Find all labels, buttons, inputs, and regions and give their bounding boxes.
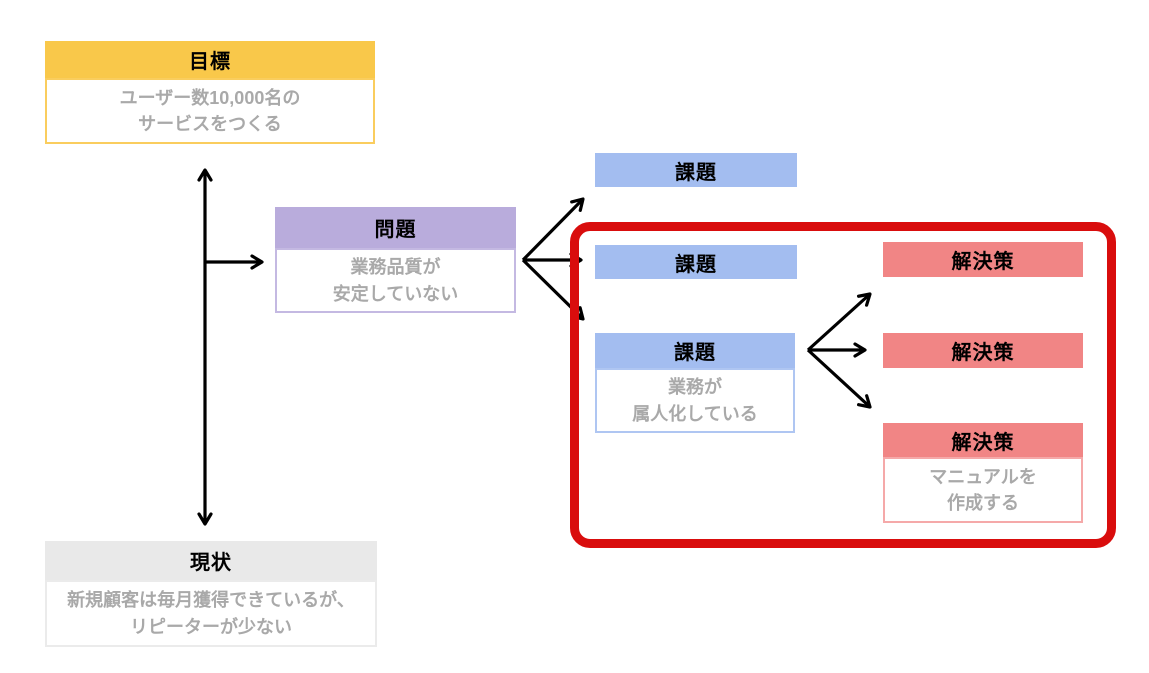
current-state-body: 新規顧客は毎月獲得できているが、 リピーターが少ない (45, 580, 377, 647)
current-state-box: 現状 新規顧客は毎月獲得できているが、 リピーターが少ない (45, 541, 377, 647)
issue-3-header: 課題 (595, 333, 795, 368)
issue-box-2: 課題 (595, 245, 797, 279)
problem-header: 問題 (275, 207, 516, 248)
solution-3-body: マニュアルを 作成する (883, 457, 1083, 523)
goal-header: 目標 (45, 41, 375, 78)
highlight-frame (570, 222, 1116, 548)
solution-2-header: 解決策 (883, 333, 1083, 368)
problem-body: 業務品質が 安定していない (275, 248, 516, 313)
solution-box-3: 解決策 マニュアルを 作成する (883, 423, 1083, 523)
issue-box-3: 課題 業務が 属人化している (595, 333, 795, 433)
issue-3-body: 業務が 属人化している (595, 368, 795, 433)
issue-2-header: 課題 (595, 245, 797, 279)
goal-box: 目標 ユーザー数10,000名の サービスをつくる (45, 41, 375, 144)
solution-box-1: 解決策 (883, 242, 1083, 277)
solution-1-header: 解決策 (883, 242, 1083, 277)
issue-to-solution-3-arrow-icon (806, 348, 872, 409)
solution-box-2: 解決策 (883, 333, 1083, 368)
issue-box-1: 課題 (595, 153, 797, 187)
problem-box: 問題 業務品質が 安定していない (275, 207, 516, 313)
issue-1-header: 課題 (595, 153, 797, 187)
problem-to-issue-1-arrow-icon (521, 197, 585, 262)
goal-body: ユーザー数10,000名の サービスをつくる (45, 78, 375, 144)
issue-to-solution-1-arrow-icon (806, 292, 872, 352)
current-state-header: 現状 (45, 541, 377, 580)
solution-3-header: 解決策 (883, 423, 1083, 457)
